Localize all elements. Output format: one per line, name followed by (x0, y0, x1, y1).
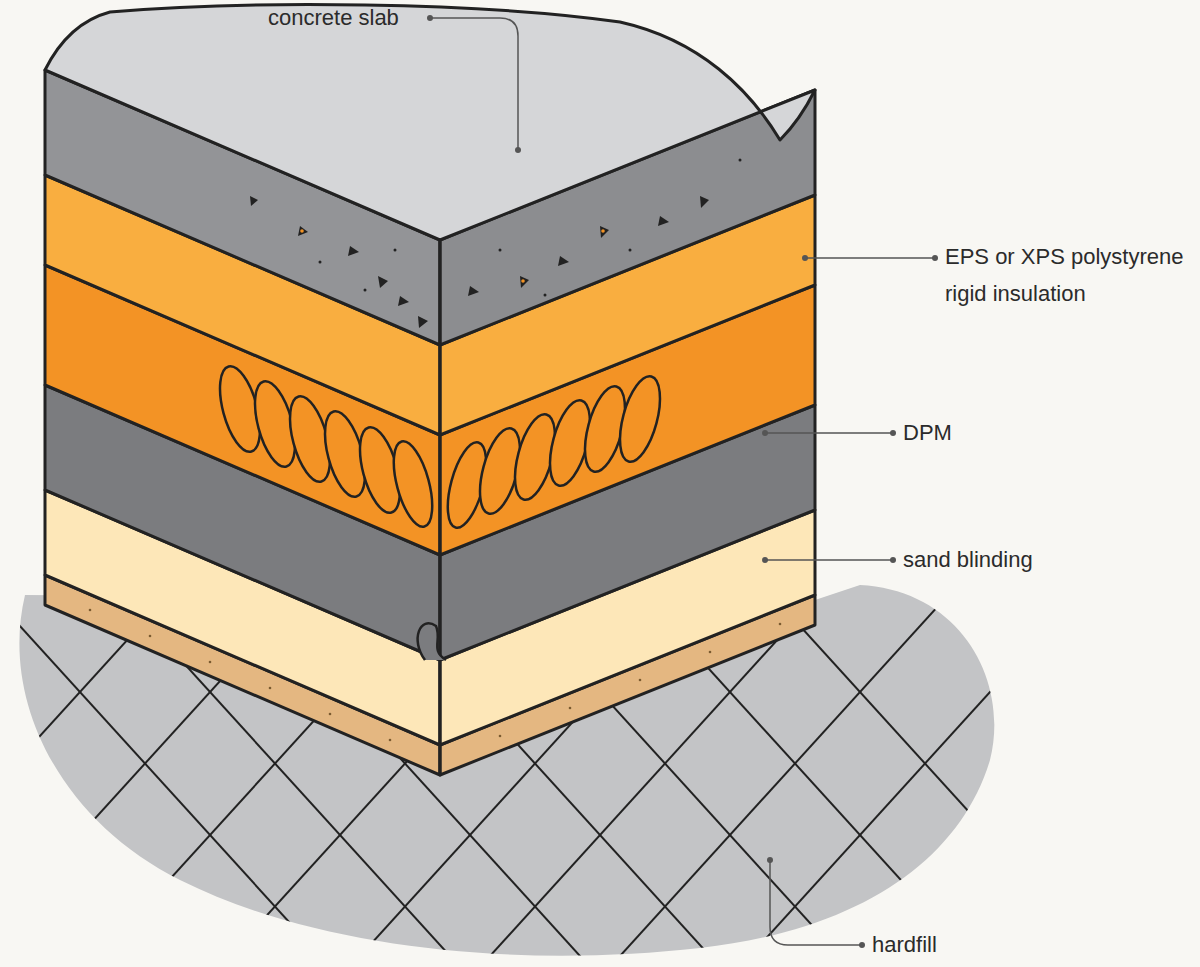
aggregate (521, 279, 525, 283)
sand-grain (499, 735, 502, 738)
leader-dot (515, 147, 521, 153)
aggregate (601, 229, 605, 233)
leader-dot (890, 557, 896, 563)
leader-line (765, 559, 893, 561)
sand-grain (149, 635, 152, 638)
aggregate (364, 289, 367, 292)
aggregate (418, 316, 428, 328)
leader-dot (762, 557, 768, 563)
aggregate (300, 229, 304, 233)
callout-label: sand blinding (903, 546, 1033, 574)
hatch-line (840, 560, 1200, 967)
sand-grain (89, 609, 92, 612)
aggregate (520, 276, 529, 288)
sand-grain (269, 687, 272, 690)
leader-line (770, 860, 862, 945)
aggregate (250, 196, 258, 206)
sand-grain (209, 661, 212, 664)
aggregate (468, 286, 479, 296)
leader-line (765, 432, 893, 434)
aggregate (600, 226, 609, 238)
aggregate (658, 216, 669, 226)
callout-label: EPS or XPS polystyrene rigid insulation (945, 238, 1195, 312)
aggregate (298, 226, 308, 236)
aggregate (378, 276, 388, 288)
sand-grain (639, 679, 642, 682)
sand-grain (329, 713, 332, 716)
sand-grain (389, 739, 392, 742)
slab-top (45, 5, 815, 240)
leader-line (805, 257, 935, 259)
aggregate (319, 261, 322, 264)
insulation-bead (612, 372, 668, 466)
callout-label: hardfill (872, 931, 937, 959)
leader-dot (890, 430, 896, 436)
aggregate (739, 159, 742, 162)
callout-label: concrete slab (268, 4, 399, 32)
callout-label: DPM (903, 419, 952, 447)
corner-edge (439, 240, 442, 775)
sand-grain (709, 651, 712, 654)
aggregate (394, 249, 397, 252)
aggregate (499, 249, 502, 252)
aggregate (629, 249, 632, 252)
aggregate (544, 294, 547, 297)
leader-line (430, 18, 518, 150)
leader-dot (427, 15, 433, 21)
leader-dot (767, 857, 773, 863)
aggregate (558, 256, 569, 266)
aggregate (398, 296, 409, 306)
leader-dot (802, 255, 808, 261)
insulation-bead (386, 437, 440, 530)
sand-grain (779, 623, 782, 626)
sand-grain (569, 707, 572, 710)
leader-dot (932, 255, 938, 261)
aggregate (700, 196, 709, 208)
aggregate (348, 246, 359, 256)
dpm-fold (418, 623, 446, 660)
leader-dot (859, 942, 865, 948)
leader-dot (762, 430, 768, 436)
